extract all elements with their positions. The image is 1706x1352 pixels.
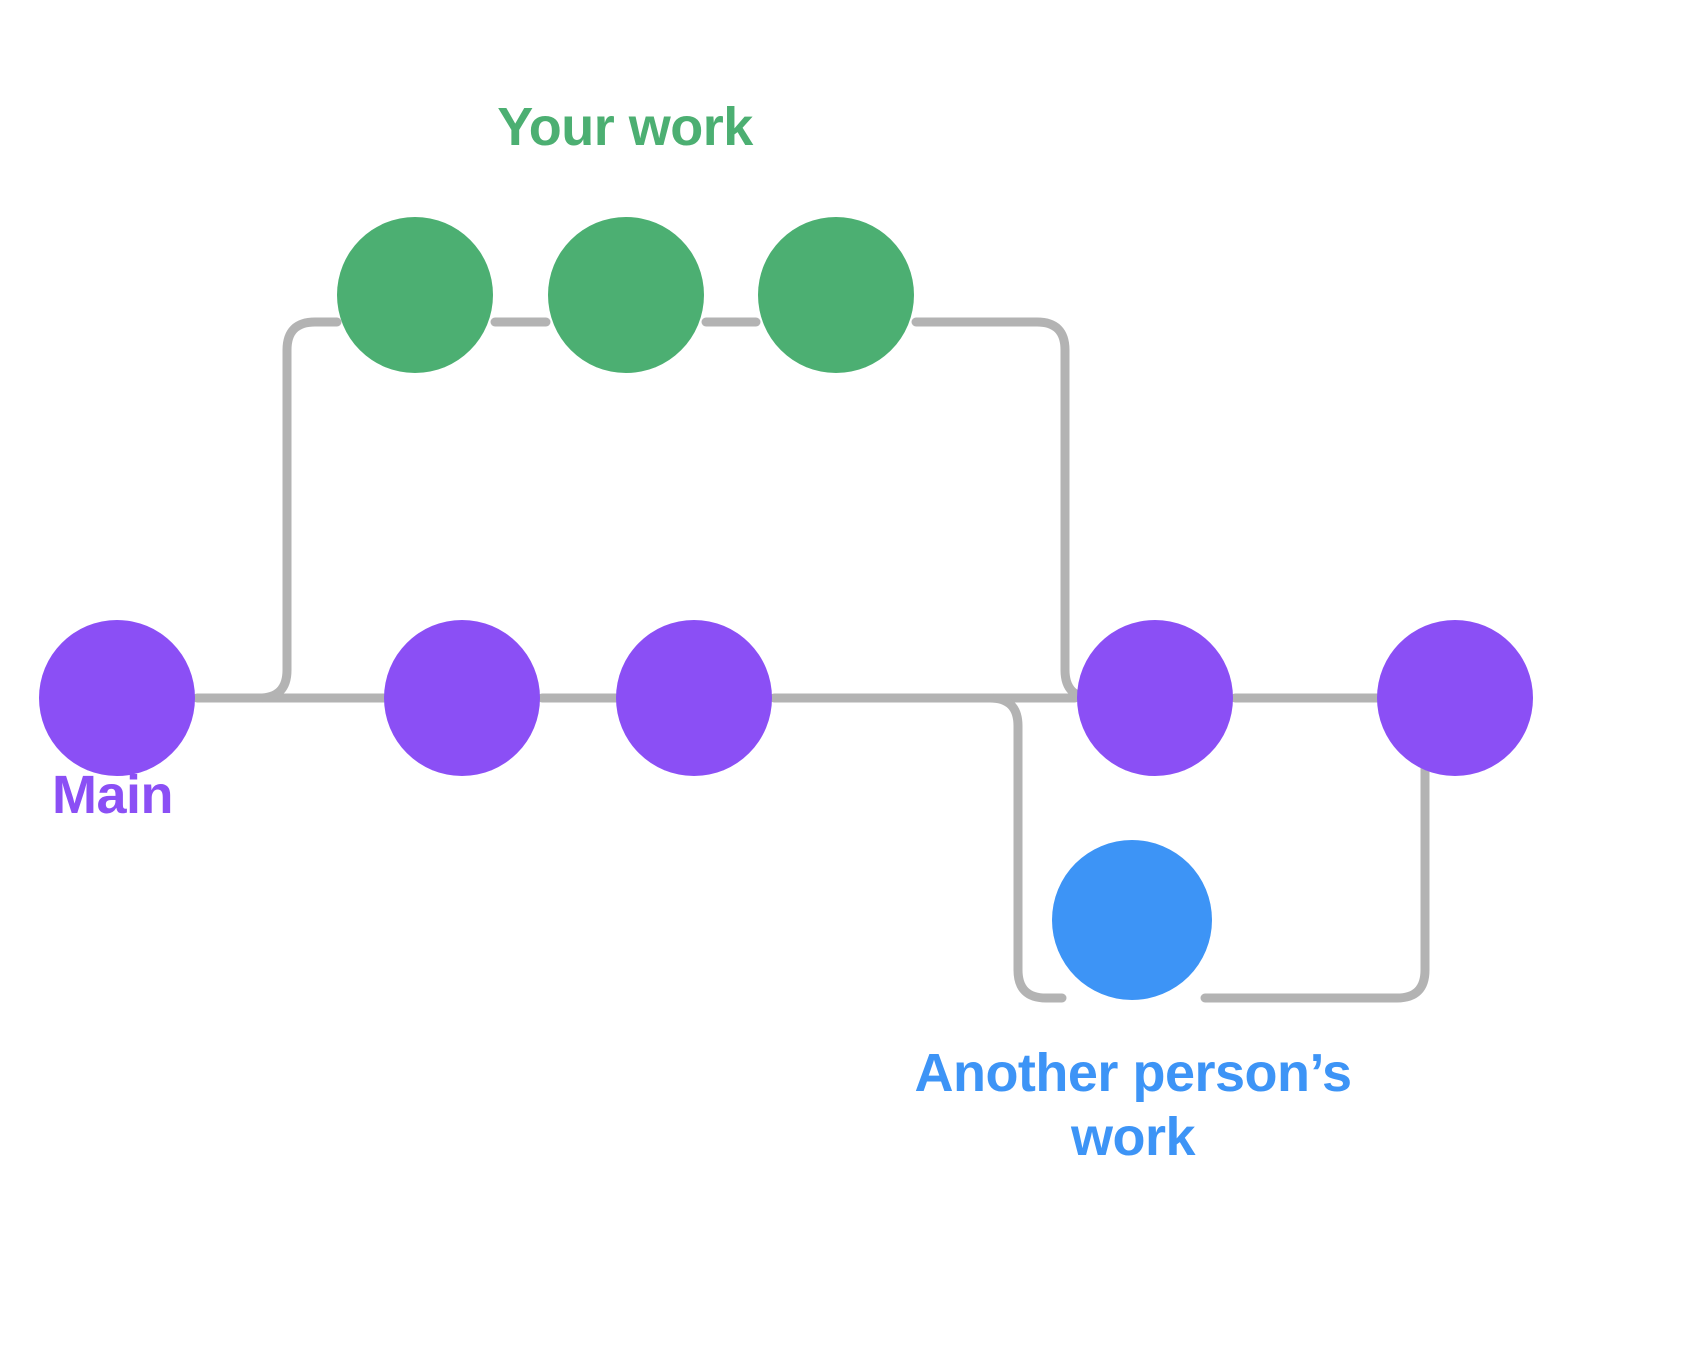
commit-node-layer [39,217,1533,1000]
connector-branch-main-to-other-work [895,693,1067,1003]
branch-label-another-person-work: Another person’s work [914,1043,1352,1167]
connector-merge-your-work-to-main [911,317,1110,703]
commit-node-your-work-2[interactable] [548,217,704,373]
connector-branch-main-to-your-work [218,317,342,703]
connector-layer [192,317,1430,1003]
commit-node-main-1[interactable] [39,620,195,776]
commit-node-main-2[interactable] [384,620,540,776]
commit-node-your-work-1[interactable] [337,217,493,373]
commit-node-main-4[interactable] [1077,620,1233,776]
branch-label-your-work: Your work [497,97,753,157]
commit-node-main-5[interactable] [1377,620,1533,776]
commit-node-other-work-1[interactable] [1052,840,1212,1000]
commit-node-your-work-3[interactable] [758,217,914,373]
commit-node-main-3[interactable] [616,620,772,776]
branch-label-main: Main [52,765,174,825]
